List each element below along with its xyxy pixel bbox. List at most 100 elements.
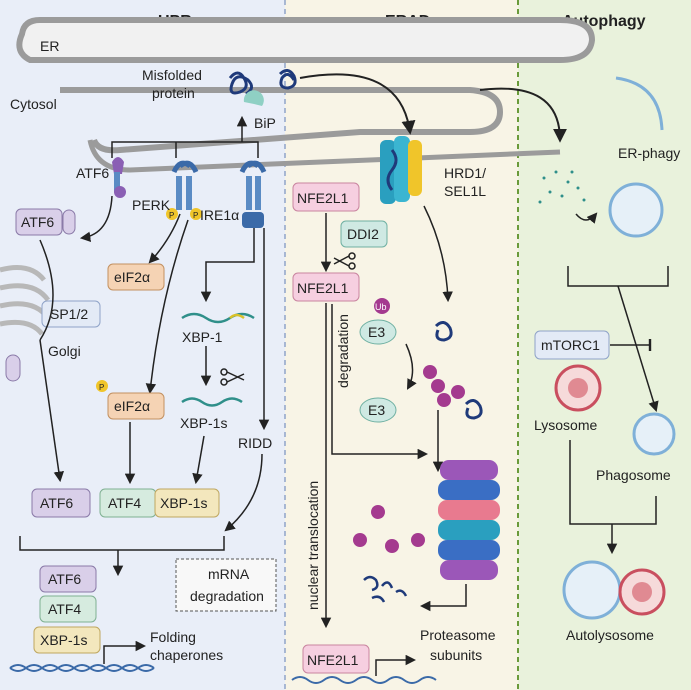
xbp1s-box-low-text: XBP-1s xyxy=(40,632,87,648)
er-phagy-label: ER-phagy xyxy=(618,145,680,161)
autophagosome-icon xyxy=(608,182,664,238)
xbp1-label: XBP-1 xyxy=(182,329,223,345)
arrow-transcription-erad xyxy=(375,654,417,676)
er-membrane-top xyxy=(16,17,596,63)
ddi2-scissors-icon xyxy=(333,252,356,270)
er-membrane-lower xyxy=(87,139,561,173)
folding-label-2: chaperones xyxy=(150,647,223,663)
nfe2l1-mid-text: NFE2L1 xyxy=(297,280,349,296)
hrd1-sel1l-icon xyxy=(380,136,422,204)
ub-top-text: Ub xyxy=(375,302,387,312)
xbp1s-box-mid-text: XBP-1s xyxy=(160,495,207,511)
mtorc1-text: mTORC1 xyxy=(541,337,600,353)
nfe2l1-box-top xyxy=(292,182,360,212)
perk-sensor-icon: P P xyxy=(166,160,202,220)
lysosome-core-icon xyxy=(568,378,588,398)
arrow-degradation-path xyxy=(331,304,429,460)
eif2a-p: P xyxy=(99,383,104,392)
hrd1-label-1: HRD1/ xyxy=(444,165,486,181)
misfolded-label-1: Misfolded xyxy=(142,67,202,83)
ubiquitinated-protein-icon xyxy=(464,399,483,420)
dna-icon-erad xyxy=(291,676,437,684)
sp12-text: SP1/2 xyxy=(50,306,88,322)
atf4-box-low-text: ATF4 xyxy=(48,601,81,617)
eif2a-box-top-text: eIF2α xyxy=(114,269,150,285)
arrow-engulf xyxy=(575,212,598,224)
hrd1-label-2: SEL1L xyxy=(444,183,486,199)
xbp1s-mrna-icon xyxy=(181,397,243,407)
atf4-box-mid-text: ATF4 xyxy=(108,495,141,511)
arrow-hrd1-to-ub xyxy=(423,205,453,303)
mrna-degradation-box xyxy=(175,558,277,612)
tf-bracket xyxy=(19,536,225,551)
phagosome-icon xyxy=(632,412,676,456)
cytosol-label: Cytosol xyxy=(10,96,57,112)
e3-bottom-text: E3 xyxy=(368,402,385,418)
dna-icon-upr xyxy=(9,664,155,672)
ire1a-label: IRE1α xyxy=(200,207,239,223)
arrow-ridd-to-mrna xyxy=(224,453,263,532)
xbp1s-label: XBP-1s xyxy=(180,415,227,431)
e3-top-icon xyxy=(359,319,397,345)
peptide-fragments-icon xyxy=(363,575,408,603)
proteasome-label-2: subunits xyxy=(430,647,482,663)
atf6-box-top-text: ATF6 xyxy=(21,214,54,230)
er-label: ER xyxy=(40,38,59,54)
sensor-bracket xyxy=(111,141,259,158)
atf6-cleaved-icon xyxy=(5,354,21,382)
folding-label-1: Folding xyxy=(150,629,196,645)
perk-p-right: P xyxy=(193,211,198,220)
nfe2l1-bottom-text: NFE2L1 xyxy=(307,652,359,668)
polyubiquitin-chain-icon xyxy=(423,365,465,407)
lysosome-label: Lysosome xyxy=(534,417,598,433)
dna-icon-upr-2 xyxy=(9,664,155,672)
bip-icon xyxy=(243,90,264,106)
eif2a-box-bottom xyxy=(107,392,165,420)
arrow-ire1-to-xbp1 xyxy=(200,228,255,303)
atf6-sensor-label: ATF6 xyxy=(76,165,109,181)
e3-bottom-icon xyxy=(359,397,397,423)
arrow-misfolded-to-hrd1 xyxy=(299,73,416,135)
sp12-box xyxy=(41,300,101,328)
proteasome-label-1: Proteasome xyxy=(420,627,496,643)
eif2a-phospho-icon xyxy=(96,380,108,392)
fusion-bracket xyxy=(569,440,657,525)
xbp1-intron-icon xyxy=(229,313,245,320)
bip-label: BiP xyxy=(254,115,276,131)
ire1a-sensor-icon xyxy=(239,160,267,228)
nfe2l1-top-text: NFE2L1 xyxy=(297,190,349,206)
phagosome-label: Phagosome xyxy=(596,467,671,483)
atf6-sensor-icon xyxy=(112,157,126,198)
arrow-perk-phospho xyxy=(145,219,189,395)
phagophore-icon xyxy=(615,76,664,131)
arrow-proteasome-output xyxy=(419,584,467,612)
atf6-box-low-text: ATF6 xyxy=(48,571,81,587)
e3-top-text: E3 xyxy=(368,324,385,340)
nuclear-translocation-label: nuclear translocation xyxy=(305,481,321,610)
arrow-golgi-path xyxy=(39,239,54,341)
nfe2l1-box-mid xyxy=(292,272,360,302)
perk-label: PERK xyxy=(132,197,171,213)
atf4-box-low xyxy=(39,595,97,623)
atf6-fragment-icon xyxy=(62,209,76,235)
eif2a-box-top xyxy=(107,263,165,291)
er-lumen-curve xyxy=(60,87,504,154)
free-ubiquitin-icons xyxy=(353,505,425,553)
arrow-to-phagosome xyxy=(617,285,659,413)
arrow-e3-ubiquitination xyxy=(405,343,417,390)
degradation-vertical-label: degradation xyxy=(335,314,351,388)
misfolded-protein-icon-2 xyxy=(278,69,297,90)
arrow-atf6-release xyxy=(79,195,113,243)
xbp1s-box-low xyxy=(33,626,101,654)
mtorc1-box xyxy=(534,330,610,360)
nfe2l1-box-bottom xyxy=(302,644,370,674)
mrna-text-2: degradation xyxy=(190,588,264,604)
atf6-box-low xyxy=(39,565,97,593)
misfolded-label-2: protein xyxy=(152,85,195,101)
ddi2-text: DDI2 xyxy=(347,226,379,242)
er-fragments-icon xyxy=(538,170,586,204)
ridd-label: RIDD xyxy=(238,435,272,451)
arrow-transcription-upr xyxy=(103,640,147,664)
